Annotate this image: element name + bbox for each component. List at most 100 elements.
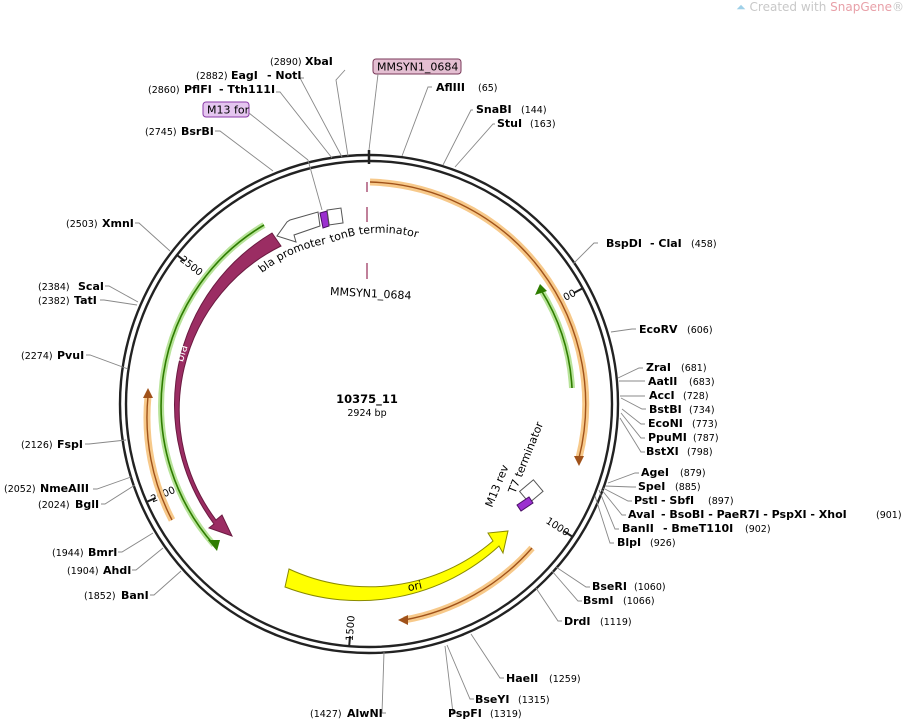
bsrbi-name: BsrBI [181, 125, 214, 138]
xbai-name: XbaI [305, 55, 333, 68]
scai-name: ScaI [78, 280, 104, 293]
nmeaiii-pos: (2052) [4, 484, 36, 495]
tati-name: TatI [74, 294, 97, 307]
mmsyn-inner-label: MMSYN1_0684 [330, 285, 412, 302]
xbai-pos: (2890) [270, 57, 302, 68]
bstbi-name: BstBI [649, 403, 682, 416]
tick-label-1500: 1500 [345, 615, 358, 641]
bseyi-name: BseYI [475, 693, 509, 706]
ori-feature-arrow [284, 530, 509, 602]
afliii-pos: (65) [478, 83, 498, 94]
zrai-pos: (681) [681, 363, 707, 374]
pflfi-extra: - Tth111I [219, 83, 275, 96]
bstxi-name: BstXI [646, 445, 679, 458]
haeii-name: HaeII [506, 672, 538, 685]
ahdi-name: AhdI [103, 564, 131, 577]
banii-name: BanII [622, 522, 654, 535]
zrai-name: ZraI [646, 361, 671, 374]
bsmi-pos: (1066) [623, 596, 655, 607]
ecorv-name: EcoRV [639, 323, 678, 336]
pspfi-pos: (1319) [490, 709, 522, 720]
xmni-pos: (2503) [66, 219, 98, 230]
orf-arc-right-bottom-core [403, 547, 533, 621]
orf-arc-left-core [146, 395, 173, 521]
bla-feature-arrow [174, 232, 282, 537]
alwni-name: AlwNI [347, 707, 383, 720]
tonb-terminator-box [326, 207, 344, 226]
econi-pos: (773) [692, 419, 718, 430]
bani-name: BanI [121, 589, 149, 602]
m13-for-box [202, 101, 250, 118]
mmsyn-box [372, 58, 462, 75]
blpi-name: BlpI [617, 536, 641, 549]
ori-label: ori [407, 578, 424, 594]
ppumi-pos: (787) [693, 433, 719, 444]
restriction-site-leaders [85, 69, 646, 714]
bseri-pos: (1060) [634, 582, 666, 593]
bstbi-pos: (734) [689, 405, 715, 416]
snabi-pos: (144) [521, 105, 547, 116]
acci-name: AccI [649, 389, 675, 402]
orf-arrowhead-right-top [574, 456, 584, 466]
tick-mark-1500 [348, 636, 351, 647]
tick-mark-2500 [176, 254, 186, 262]
aatii-name: AatII [648, 375, 677, 388]
bla-label: bla [173, 343, 190, 363]
haeii-pos: (1259) [549, 674, 581, 685]
green-arrow-right-arc [538, 288, 575, 389]
bmri-name: BmrI [88, 546, 117, 559]
bseyi-pos: (1315) [518, 695, 550, 706]
m13-for-leader [248, 112, 309, 161]
stui-pos: (163) [530, 119, 556, 130]
green-arrow-left-head [208, 540, 220, 551]
m13-for-leader-2 [307, 159, 323, 211]
bspdi-extra: - ClaI [650, 237, 682, 250]
agei-name: AgeI [641, 466, 669, 479]
green-arrow-right-core [540, 289, 573, 389]
watermark-suffix: ® [892, 0, 904, 14]
bsmi-name: BsmI [583, 594, 614, 607]
drdi-name: DrdI [564, 615, 591, 628]
bseri-name: BseRI [592, 580, 627, 593]
spei-name: SpeI [638, 480, 665, 493]
bgli-name: BglI [75, 498, 99, 511]
ppumi-name: PpuMI [648, 431, 687, 444]
plasmid-name: 10375_11 [336, 392, 398, 407]
drdi-pos: (1119) [600, 617, 632, 628]
tick-mark-1000 [563, 530, 574, 538]
fspi-name: FspI [57, 438, 83, 451]
tati-pos: (2382) [38, 296, 70, 307]
m13-for-box-label: M13 for [207, 104, 250, 117]
plasmid-length: 2924 bp [347, 408, 386, 419]
bsrbi-pos: (2745) [145, 127, 177, 138]
eagi-pos: (2882) [196, 71, 228, 82]
tick-label-1000: 1000 [544, 516, 571, 539]
avai-extra: - BsoBI - PaeR7I - PspXI - XhoI [661, 508, 847, 521]
t7-terminator-label: T7 terminator [505, 420, 546, 496]
psti-extra: - SbfI [661, 494, 694, 507]
orf-arrowhead-right-bottom [398, 615, 408, 625]
psti-name: PstI [634, 494, 658, 507]
acci-pos: (728) [683, 391, 709, 402]
green-arrow-right-head [535, 284, 547, 295]
orf-arrowhead-left [143, 388, 153, 398]
ecorv-pos: (606) [687, 325, 713, 336]
pflfi-pos: (2860) [148, 85, 180, 96]
avai-pos: (901) [876, 510, 902, 521]
pspfi-name: PspFI [448, 707, 482, 720]
tick-mark-500 [573, 287, 584, 294]
watermark-prefix: Created with [749, 0, 831, 14]
banii-extra: - BmeT110I [663, 522, 733, 535]
econi-name: EcoNI [648, 417, 683, 430]
psti-pos: (897) [708, 496, 734, 507]
aatii-pos: (683) [689, 377, 715, 388]
agei-pos: (879) [680, 468, 706, 479]
nmeaiii-name: NmeAIII [40, 482, 89, 495]
bani-pos: (1852) [84, 591, 116, 602]
bspdi-pos: (458) [691, 239, 717, 250]
m13-for-primer-mark [319, 210, 330, 229]
snapgene-watermark: ⏶ Created with SnapGene® [736, 0, 904, 15]
green-arrow-left-core [160, 224, 265, 546]
ahdi-pos: (1904) [67, 566, 99, 577]
